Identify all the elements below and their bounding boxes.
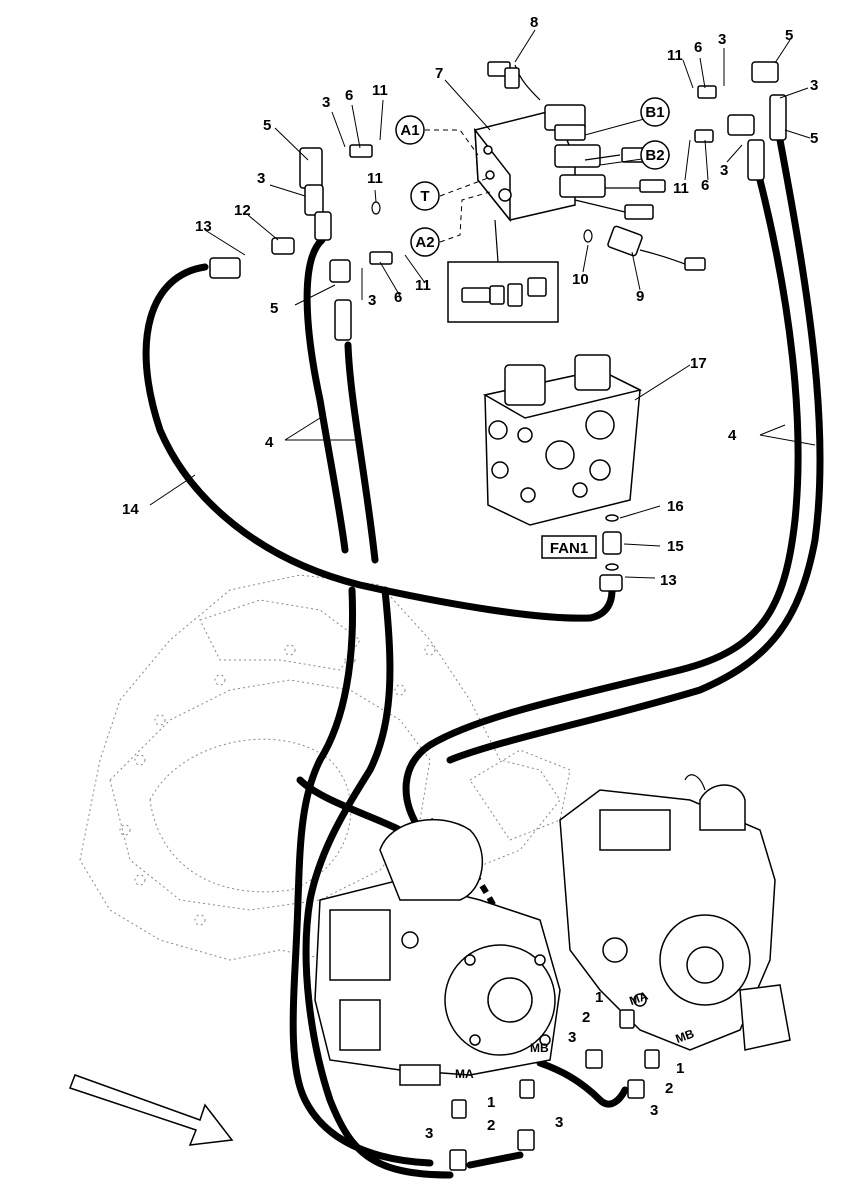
callout-16: 16	[667, 498, 684, 515]
pump-port-fittings	[449, 1009, 660, 1171]
callout-6: 6	[345, 87, 353, 104]
callout-5: 5	[810, 130, 818, 147]
callout-2: 2	[665, 1080, 673, 1097]
hose-14	[142, 263, 616, 622]
callout-12: 12	[234, 202, 251, 219]
callout-3: 3	[322, 94, 330, 111]
port-label-b1: B1	[640, 97, 670, 127]
right-fittings	[583, 61, 787, 243]
callout-5: 5	[263, 117, 271, 134]
port-label-ma-1: MA	[455, 1067, 474, 1081]
transmission-housing-outline	[79, 574, 571, 961]
callout-6: 6	[394, 289, 402, 306]
port-label-mb-1: MB	[530, 1041, 549, 1055]
hose-pump-link	[466, 1059, 629, 1169]
callout-6: 6	[694, 39, 702, 56]
port-label-ma-2: MA	[628, 988, 651, 1008]
port-label-a2: A2	[410, 227, 440, 257]
callout-11: 11	[372, 82, 388, 99]
fitting-8	[487, 61, 520, 89]
callout-2: 2	[487, 1117, 495, 1134]
svg-text:A2: A2	[415, 234, 434, 251]
port-label-mb-2: MB	[674, 1026, 697, 1046]
svg-text:A1: A1	[400, 122, 419, 139]
callout-15: 15	[667, 538, 684, 555]
secondary-pump	[559, 774, 791, 1051]
callout-3: 3	[810, 77, 818, 94]
svg-text:B2: B2	[645, 147, 664, 164]
callout-14: 14	[122, 501, 139, 518]
callout-3: 3	[568, 1029, 576, 1046]
callout-11: 11	[667, 47, 683, 64]
callout-5: 5	[785, 27, 793, 44]
valve-block-17	[482, 354, 643, 526]
callout-leaders	[149, 29, 816, 579]
callout-7: 7	[435, 65, 443, 82]
callout-3: 3	[425, 1125, 433, 1142]
callout-1: 1	[676, 1060, 684, 1077]
callout-numbers: 8 7 5 3 6 11 3 11 13 12 5 3 6 11 10 9 11…	[122, 14, 818, 1142]
callout-4: 4	[265, 434, 274, 451]
callout-3: 3	[555, 1114, 563, 1131]
valve-inset	[447, 219, 559, 323]
port-label-b2: B2	[640, 140, 670, 170]
port-label-a1: A1	[395, 115, 425, 145]
callout-3: 3	[650, 1102, 658, 1119]
callout-1: 1	[595, 989, 603, 1006]
valve-block-7	[474, 64, 666, 223]
solenoid-9	[607, 225, 706, 271]
callout-11: 11	[673, 180, 689, 197]
callout-13: 13	[660, 572, 677, 589]
direction-arrow	[69, 1074, 234, 1146]
svg-text:T: T	[420, 188, 429, 205]
callout-4: 4	[728, 427, 737, 444]
hose-4-left	[289, 236, 454, 1179]
callout-11: 11	[415, 277, 431, 294]
port-label-t: T	[410, 181, 440, 211]
callout-3: 3	[718, 31, 726, 48]
callout-3: 3	[257, 170, 265, 187]
fan1-fittings	[599, 514, 623, 592]
hose-4-right	[402, 136, 824, 834]
callout-8: 8	[530, 14, 538, 31]
left-fittings	[209, 144, 393, 341]
callout-6: 6	[701, 177, 709, 194]
callout-11: 11	[367, 170, 383, 187]
callout-5: 5	[270, 300, 278, 317]
callout-9: 9	[636, 288, 644, 305]
callout-10: 10	[572, 271, 589, 288]
svg-text:FAN1: FAN1	[550, 540, 588, 557]
callout-17: 17	[690, 355, 707, 372]
callout-13: 13	[195, 218, 212, 235]
port-label-fan1: FAN1	[541, 535, 597, 559]
callout-2: 2	[582, 1009, 590, 1026]
svg-text:B1: B1	[645, 104, 664, 121]
callout-1: 1	[487, 1094, 495, 1111]
main-pump	[314, 818, 561, 1086]
callout-3: 3	[368, 292, 376, 309]
callout-3: 3	[720, 162, 728, 179]
